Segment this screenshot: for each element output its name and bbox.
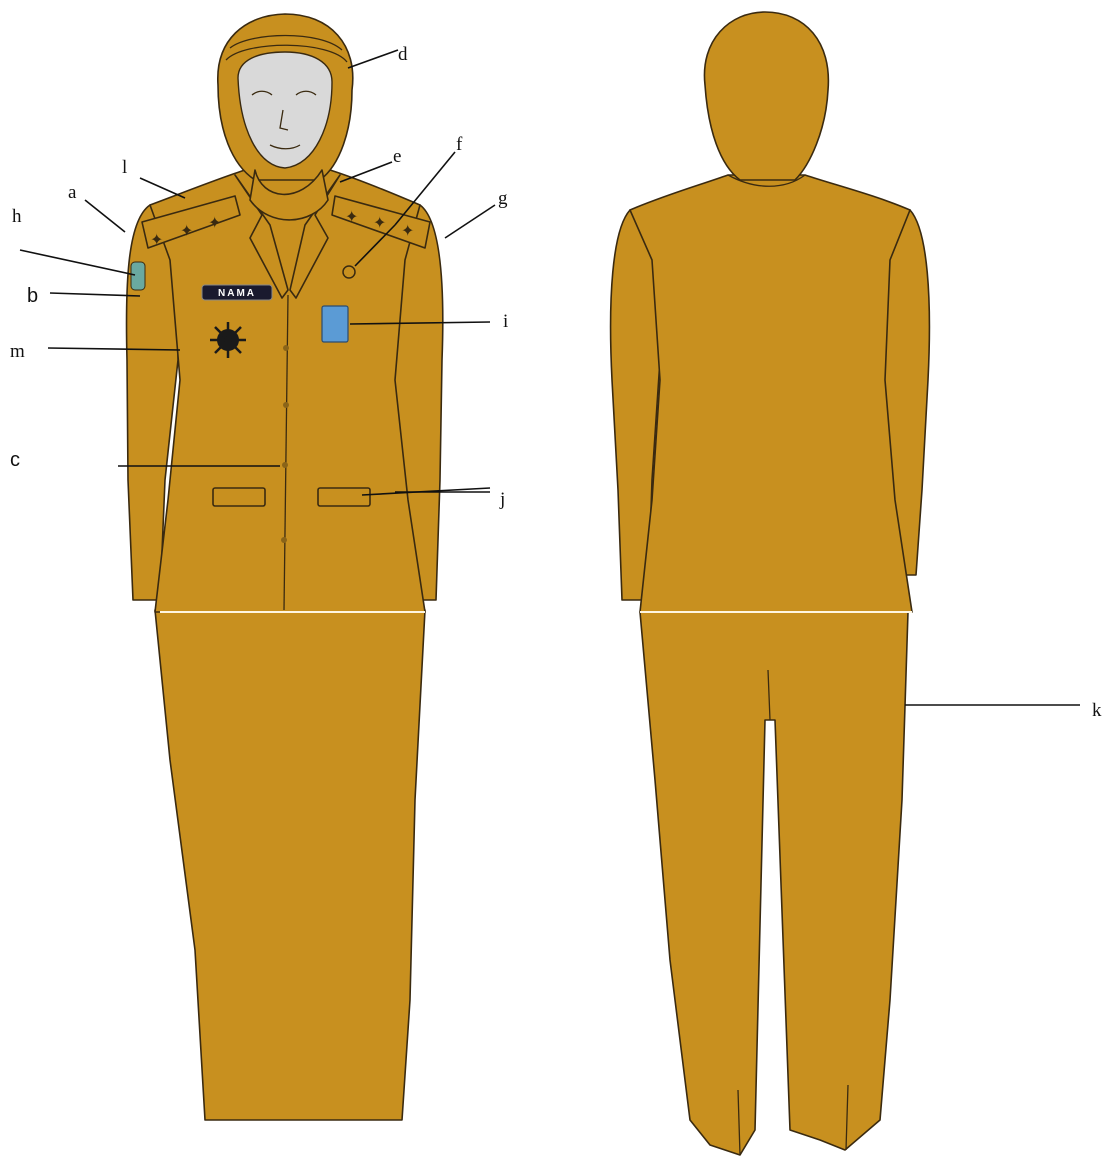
label-m: m xyxy=(10,341,25,362)
label-b: b xyxy=(27,285,38,307)
id-badge xyxy=(322,306,348,342)
label-g: g xyxy=(498,188,508,209)
svg-text:✦: ✦ xyxy=(150,230,163,249)
right-pocket-flap xyxy=(318,488,370,506)
back-head xyxy=(704,12,828,180)
leader-a xyxy=(85,200,125,232)
label-c: c xyxy=(10,449,20,471)
leader-e xyxy=(340,162,392,182)
svg-text:✦: ✦ xyxy=(373,213,386,232)
back-view xyxy=(611,12,930,1155)
label-k: k xyxy=(1092,700,1102,721)
label-d: d xyxy=(398,44,408,65)
svg-text:✦: ✦ xyxy=(208,213,221,232)
leader-g xyxy=(445,205,495,238)
svg-text:✦: ✦ xyxy=(180,221,193,240)
back-jacket xyxy=(630,175,912,612)
leader-d xyxy=(348,50,398,68)
label-f: f xyxy=(456,134,463,155)
label-l: l xyxy=(122,157,127,178)
svg-text:✦: ✦ xyxy=(345,207,358,226)
name-tag-text: NAMA xyxy=(218,288,256,299)
svg-text:✦: ✦ xyxy=(401,221,414,240)
back-trousers xyxy=(640,612,908,1155)
label-i: i xyxy=(503,311,508,332)
label-e: e xyxy=(393,146,401,167)
label-a: a xyxy=(68,182,77,203)
shoulder-patch xyxy=(131,262,145,290)
leader-l xyxy=(140,178,185,198)
label-h: h xyxy=(12,206,22,227)
front-view: ✦ ✦ ✦ ✦ ✦ ✦ NAMA xyxy=(126,14,442,1120)
front-skirt xyxy=(155,610,425,1120)
left-pocket-flap xyxy=(213,488,265,506)
leader-h xyxy=(20,250,135,275)
label-j: j xyxy=(499,489,505,510)
emblem xyxy=(210,322,246,358)
